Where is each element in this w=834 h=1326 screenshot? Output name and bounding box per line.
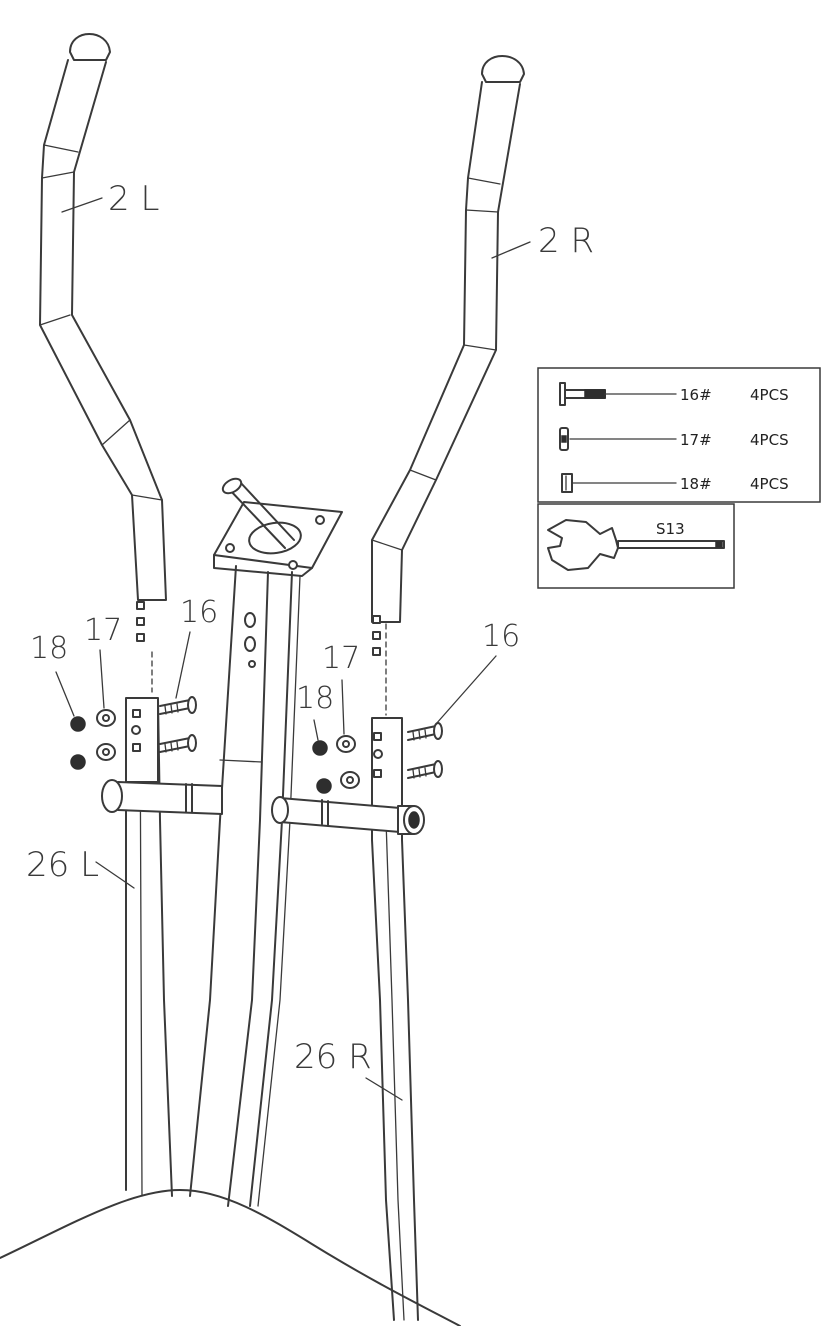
label-handlebar-left: 2 L <box>108 179 159 219</box>
lower-arm-left <box>101 697 223 1197</box>
washer-icon <box>96 743 116 761</box>
wrench-icon <box>547 519 725 571</box>
frame-base-outline <box>0 1189 461 1326</box>
nut-icon <box>316 778 332 794</box>
carriage-bolt-icon <box>407 760 443 779</box>
leader-lines <box>55 197 531 1101</box>
left-hardware <box>70 696 197 770</box>
carriage-bolt-icon <box>159 696 197 715</box>
carriage-bolt-icon <box>559 382 606 406</box>
legend-row-washer: 17# 4PCS <box>559 427 789 451</box>
label-lower-arm-left: 26 L <box>26 845 99 885</box>
nut-icon <box>312 740 328 756</box>
legend-row-bolt: 16# 4PCS <box>559 382 789 406</box>
label-bolt-right: 16 <box>482 619 520 654</box>
legend-part-18: 18# <box>680 475 712 493</box>
label-handlebar-right: 2 R <box>538 221 594 261</box>
legend-qty-18: 4PCS <box>750 475 789 493</box>
nut-icon <box>70 754 86 770</box>
label-lower-arm-right: 26 R <box>294 1037 372 1077</box>
carriage-bolt-icon <box>407 722 443 741</box>
legend-part-17: 17# <box>680 431 712 449</box>
nut-icon <box>561 473 573 493</box>
label-washer-right: 17 <box>322 641 360 676</box>
legend-part-16: 16# <box>680 386 712 404</box>
label-washer-left: 17 <box>84 613 122 648</box>
label-bolt-left: 16 <box>180 595 218 630</box>
label-nut-right: 18 <box>296 681 334 716</box>
washer-icon <box>96 709 116 727</box>
right-hardware <box>312 722 443 794</box>
handlebar-right <box>371 55 525 716</box>
legend-qty-17: 4PCS <box>750 431 789 449</box>
legend-qty-16: 4PCS <box>750 386 789 404</box>
legend-tool-label: S13 <box>656 520 685 538</box>
label-nut-left: 18 <box>30 631 68 666</box>
washer-icon <box>336 735 356 753</box>
central-mast <box>189 477 343 1207</box>
handlebar-left <box>39 33 167 693</box>
legend-row-nut: 18# 4PCS <box>561 473 789 493</box>
hardware-legend: 16# 4PCS 17# 4PCS 18# 4PCS <box>537 367 821 589</box>
lower-arm-right <box>271 717 425 1321</box>
washer-icon <box>559 427 569 451</box>
nut-icon <box>70 716 86 732</box>
washer-icon <box>340 771 360 789</box>
carriage-bolt-icon <box>159 734 197 753</box>
